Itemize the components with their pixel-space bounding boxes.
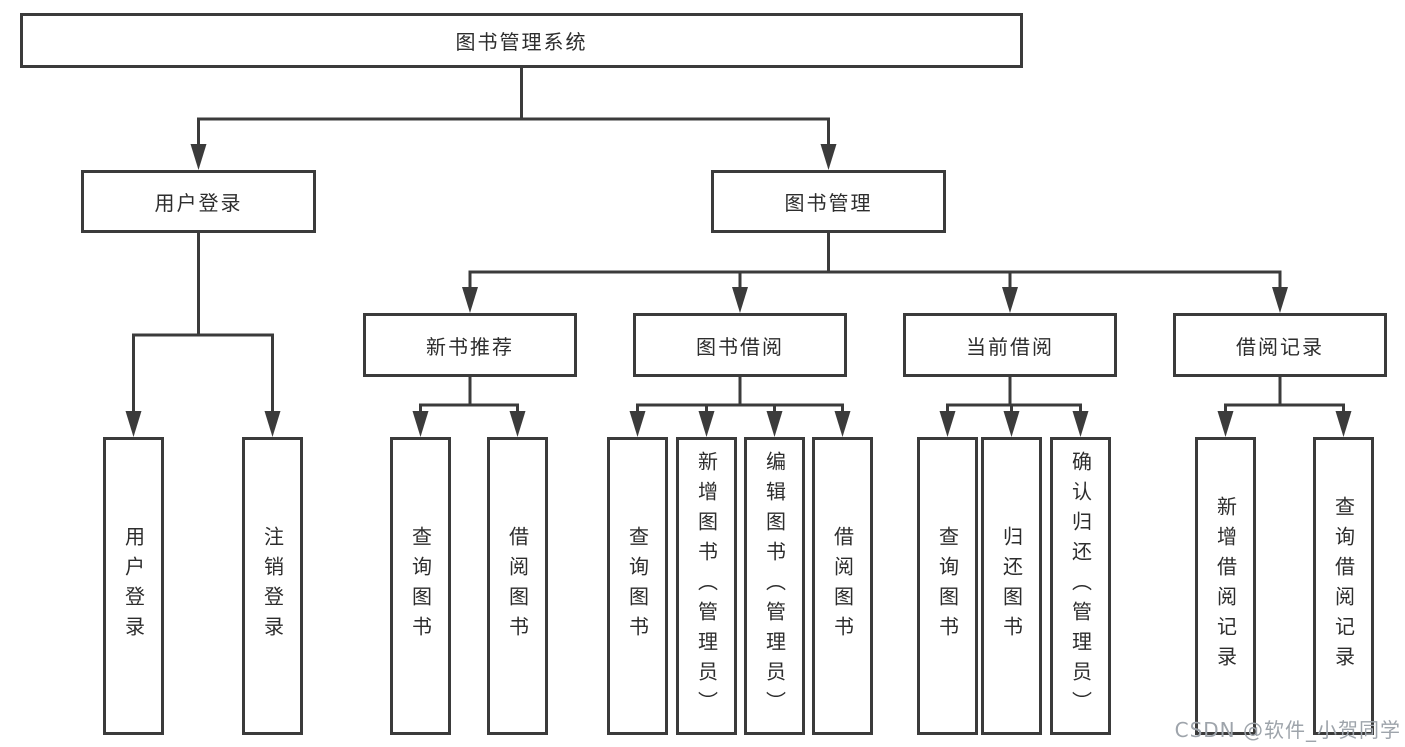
leaf-label: 注销登录	[260, 526, 285, 646]
down-arrowhead-icon	[509, 411, 526, 437]
leaf-borrow-books: 借阅图书	[487, 437, 548, 735]
leaf-add-book-admin: 新增图书（管理员）	[676, 437, 737, 735]
leaf-label: 新增借阅记录	[1213, 496, 1238, 676]
leaf-label: 查询图书	[935, 526, 960, 646]
leaf-label: 查询图书	[625, 526, 650, 646]
down-arrowhead-icon	[1335, 411, 1352, 437]
leaf-label: 新增图书（管理员）	[694, 451, 719, 721]
leaf-edit-book-admin: 编辑图书（管理员）	[744, 437, 805, 735]
down-arrowhead-icon	[820, 144, 837, 170]
down-arrowhead-icon	[939, 411, 956, 437]
leaf-label: 查询图书	[408, 526, 433, 646]
node-root-library-management-system: 图书管理系统	[20, 13, 1023, 68]
down-arrowhead-icon	[1003, 411, 1020, 437]
leaf-query-borrow-record: 查询借阅记录	[1313, 437, 1374, 735]
down-arrowhead-icon	[264, 411, 281, 437]
down-arrowhead-icon	[190, 144, 207, 170]
leaf-return-books: 归还图书	[981, 437, 1042, 735]
down-arrowhead-icon	[732, 287, 748, 313]
leaf-borrow-books: 借阅图书	[812, 437, 873, 735]
down-arrowhead-icon	[1002, 287, 1018, 313]
node-current-borrowing: 当前借阅	[903, 313, 1117, 377]
down-arrowhead-icon	[412, 411, 429, 437]
leaf-confirm-return-admin: 确认归还（管理员）	[1050, 437, 1111, 735]
node-book-borrowing: 图书借阅	[633, 313, 847, 377]
down-arrowhead-icon	[834, 411, 851, 437]
leaf-query-books: 查询图书	[390, 437, 451, 735]
leaf-user-login: 用户登录	[103, 437, 164, 735]
leaf-add-borrow-record: 新增借阅记录	[1195, 437, 1256, 735]
down-arrowhead-icon	[462, 287, 478, 313]
leaf-label: 查询借阅记录	[1331, 496, 1356, 676]
csdn-watermark: CSDN @软件_小贺同学	[1174, 718, 1401, 742]
node-user-login: 用户登录	[81, 170, 316, 233]
node-book-management: 图书管理	[711, 170, 946, 233]
down-arrowhead-icon	[1272, 287, 1288, 313]
leaf-label: 用户登录	[121, 526, 146, 646]
leaf-query-books: 查询图书	[607, 437, 668, 735]
down-arrowhead-icon	[698, 411, 715, 437]
leaf-label: 归还图书	[999, 526, 1024, 646]
leaf-query-books: 查询图书	[917, 437, 978, 735]
down-arrowhead-icon	[125, 411, 142, 437]
leaf-label: 借阅图书	[505, 526, 530, 646]
down-arrowhead-icon	[1072, 411, 1089, 437]
down-arrowhead-icon	[766, 411, 783, 437]
node-new-book-recommendation: 新书推荐	[363, 313, 577, 377]
leaf-label: 编辑图书（管理员）	[762, 451, 787, 721]
leaf-logout-login: 注销登录	[242, 437, 303, 735]
down-arrowhead-icon	[629, 411, 646, 437]
node-borrowing-records: 借阅记录	[1173, 313, 1387, 377]
leaf-label: 确认归还（管理员）	[1068, 451, 1093, 721]
down-arrowhead-icon	[1217, 411, 1234, 437]
leaf-label: 借阅图书	[830, 526, 855, 646]
